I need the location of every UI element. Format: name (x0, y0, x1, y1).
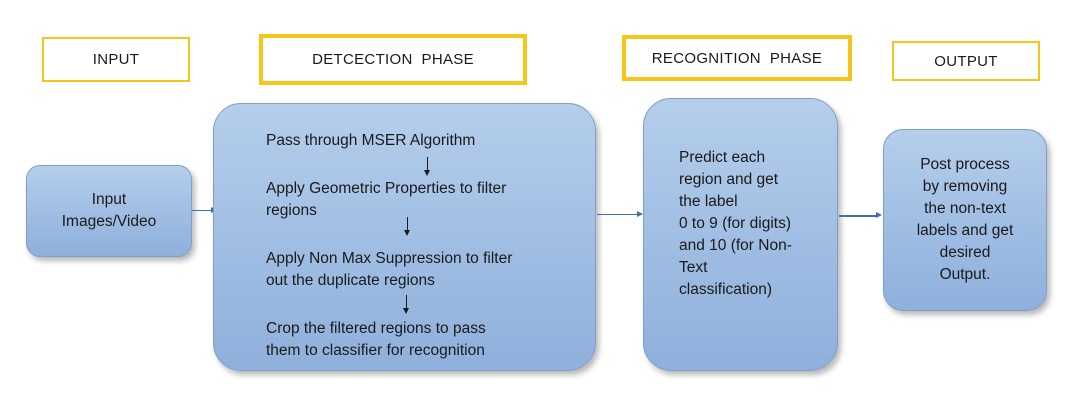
input-stage-box: Input Images/Video (26, 165, 192, 257)
output-header: OUTPUT (892, 41, 1040, 81)
detection-stage-box: Pass through MSER Algorithm Apply Geomet… (213, 103, 596, 371)
output-stage-line: the non-text (924, 200, 1006, 217)
down-arrow-icon (404, 217, 410, 236)
recognition-stage-line: Text (679, 259, 708, 276)
detection-step-line: Apply Geometric Properties to filter (266, 180, 507, 197)
input-stage-line: Input (91, 191, 127, 208)
detection-step-line: out the duplicate regions (266, 272, 435, 289)
recognition-stage-box: Predict each region and get the label 0 … (643, 98, 838, 371)
input-stage-text: Input Images/Video (62, 189, 157, 233)
arrow-recognition-to-output (839, 212, 882, 218)
output-stage-line: desired (939, 244, 991, 261)
output-stage-line: labels and get (916, 222, 1014, 239)
detection-step-line: Apply Non Max Suppression to filter (266, 250, 513, 267)
recognition-phase-header-text: RECOGNITION PHASE (651, 49, 823, 67)
detection-step-line: them to classifier for recognition (266, 342, 485, 359)
output-stage-line: Post process (920, 156, 1010, 173)
recognition-stage-line: the label (679, 193, 738, 210)
recognition-stage-line: region and get (679, 171, 779, 188)
detection-step-line: regions (266, 202, 317, 219)
detection-step-geometric: Apply Geometric Properties to filter reg… (266, 178, 506, 222)
recognition-stage-line: and 10 (for Non- (679, 237, 792, 254)
input-header: INPUT (42, 37, 190, 82)
detection-phase-header: DETCECTION PHASE (259, 34, 527, 85)
recognition-stage-line: Predict each (679, 149, 766, 166)
recognition-stage-line: 0 to 9 (for digits) (679, 215, 791, 232)
detection-step-crop: Crop the filtered regions to pass them t… (266, 318, 486, 362)
down-arrow-icon (424, 157, 430, 176)
down-arrow-icon (403, 295, 409, 314)
detection-step-mser: Pass through MSER Algorithm (266, 132, 476, 149)
detection-step-nms: Apply Non Max Suppression to filter out … (266, 248, 512, 292)
recognition-stage-text: Predict each region and get the label 0 … (679, 147, 792, 301)
output-header-text: OUTPUT (934, 52, 998, 70)
output-stage-box: Post process by removing the non-text la… (883, 129, 1047, 311)
recognition-phase-header: RECOGNITION PHASE (622, 35, 852, 81)
arrow-detection-to-recognition (597, 211, 643, 217)
arrow-input-to-detection (192, 207, 217, 213)
detection-phase-header-text: DETCECTION PHASE (312, 51, 474, 68)
input-stage-line: Images/Video (61, 213, 157, 230)
output-stage-line: Output. (939, 266, 991, 283)
output-stage-text: Post process by removing the non-text la… (917, 154, 1014, 286)
output-stage-line: by removing (922, 178, 1008, 195)
detection-step-line: Crop the filtered regions to pass (266, 320, 486, 337)
input-header-text: INPUT (92, 51, 140, 68)
recognition-stage-line: classification) (679, 281, 773, 298)
